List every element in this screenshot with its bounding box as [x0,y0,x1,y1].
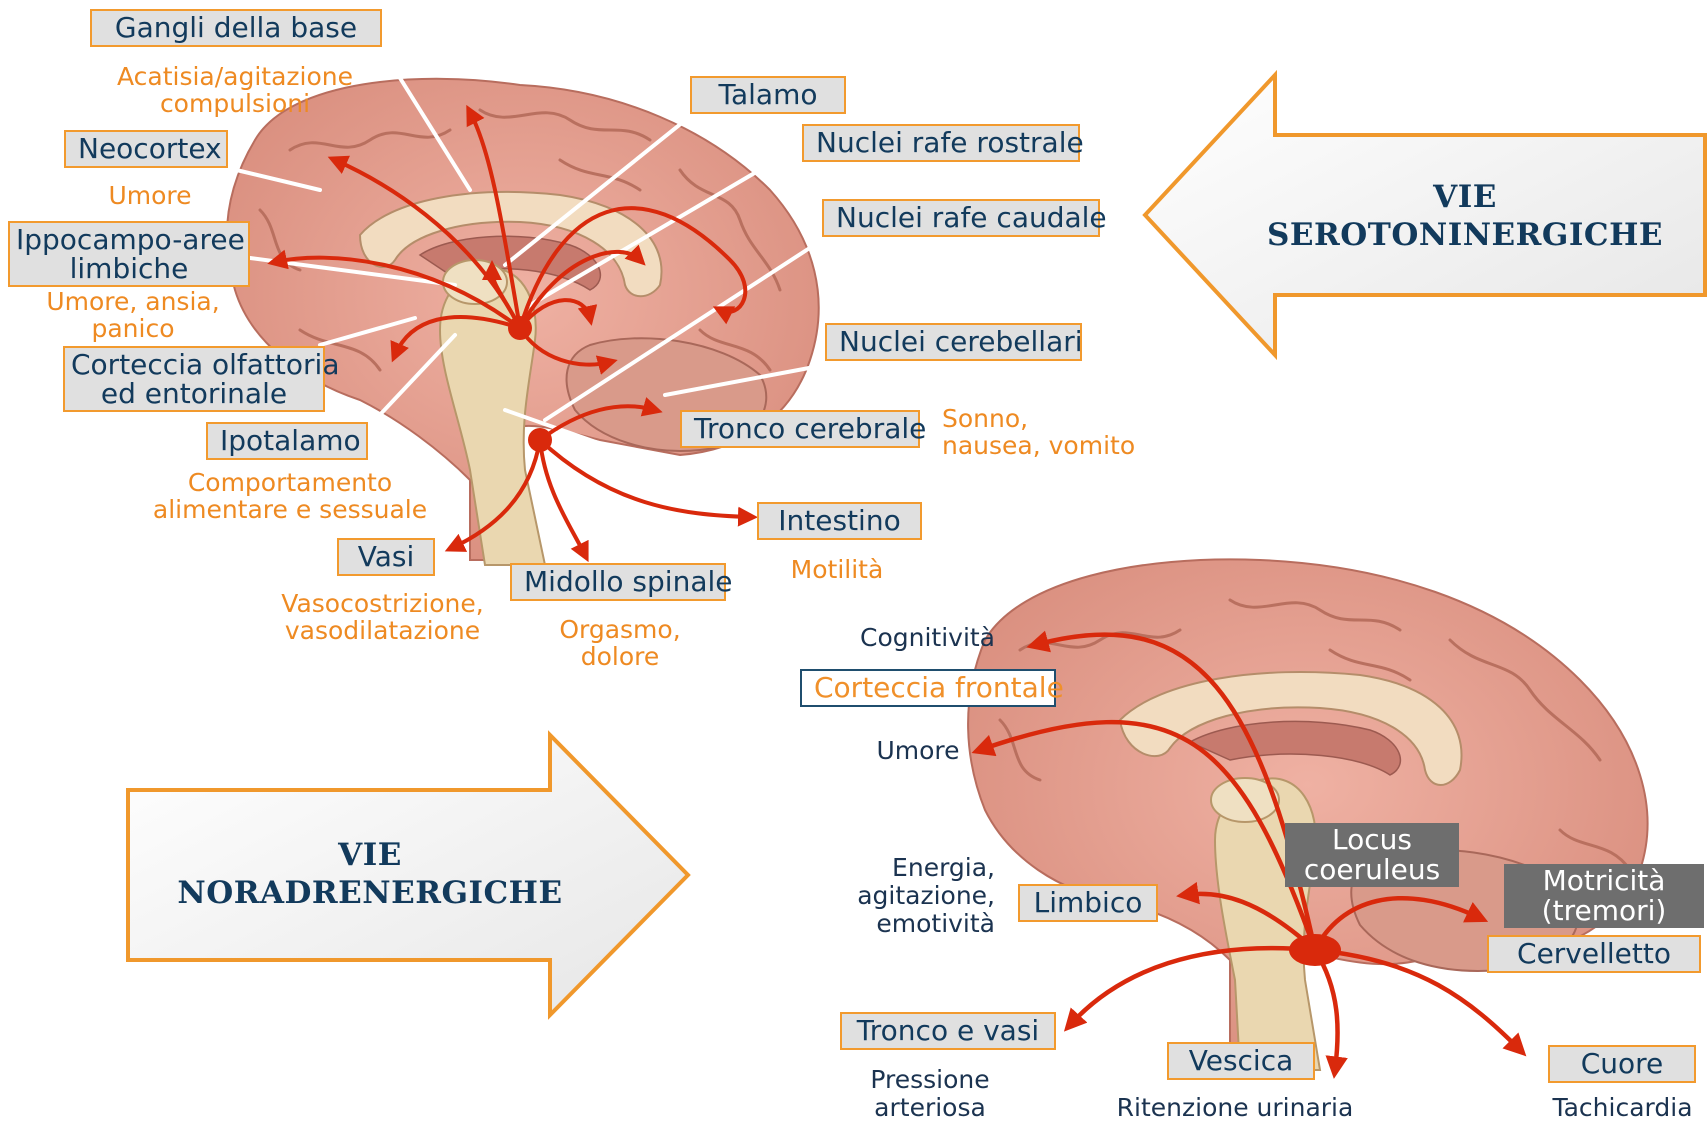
pathway [540,440,750,517]
label-cervelletto: Cervelletto [1487,935,1701,973]
label-olfattoria-line2: ed entorinale [71,379,317,408]
effect-neocortex: Umore [90,182,210,209]
effect-energia-line2: agitazione, [830,882,995,910]
raphe-caudal-dot [528,428,552,452]
label-olfattoria-line1: Corteccia olfattoria [71,350,317,379]
label-corteccia-frontale: Corteccia frontale [800,669,1056,707]
effect-midollo-line1: Orgasmo, [550,616,690,643]
effect-vasi-line1: Vasocostrizione, [275,590,490,617]
effect-tronco-line2: nausea, vomito [942,432,1162,459]
label-gangli-della-base: Gangli della base [90,9,382,47]
effect-ippocampo-line1: Umore, ansia, [38,288,228,315]
label-ippocampo-aree-limbiche: Ippocampo-aree limbiche [8,221,250,287]
locus-coeruleus-dot [1289,934,1341,966]
label-vescica: Vescica [1167,1042,1315,1080]
label-nuclei-rafe-rostrale: Nuclei rafe rostrale [802,124,1080,162]
label-ippocampo-line2: limbiche [16,254,242,283]
label-tronco-cerebrale: Tronco cerebrale [680,410,920,448]
label-motricita-line1: Motricità [1512,866,1696,896]
effect-gangli-line1: Acatisia/agitazione [110,63,360,90]
title-serotonin-line2: SEROTONINERGICHE [1245,216,1685,254]
label-neocortex: Neocortex [64,130,228,168]
label-ipotalamo: Ipotalamo [206,422,368,460]
pathway [1315,950,1338,1070]
effect-ipotalamo-line2: alimentare e sessuale [150,496,430,523]
title-serotonin: VIE SEROTONINERGICHE [1245,178,1685,254]
label-nuclei-rafe-caudale: Nuclei rafe caudale [822,199,1100,237]
effect-tronco: Sonno, nausea, vomito [942,405,1162,459]
label-midollo-spinale: Midollo spinale [510,563,726,601]
label-motricita-line2: (tremori) [1512,896,1696,926]
effect-ippocampo: Umore, ansia, panico [38,288,228,342]
title-noradrenaline: VIE NORADRENERGICHE [150,836,590,912]
effect-umore: Umore [868,737,968,765]
label-locus-line2: coeruleus [1293,855,1451,885]
raphe-rostral-dot [508,316,532,340]
label-locus-line1: Locus [1293,825,1451,855]
effect-ipotalamo-line1: Comportamento [150,469,430,496]
effect-ippocampo-line2: panico [38,315,228,342]
effect-ipotalamo: Comportamento alimentare e sessuale [150,469,430,523]
effect-vasi: Vasocostrizione, vasodilatazione [275,590,490,644]
label-talamo: Talamo [690,76,846,114]
effect-pressione-line1: Pressione [860,1066,1000,1094]
effect-gangli: Acatisia/agitazione compulsioni [110,63,360,117]
effect-gangli-line2: compulsioni [110,90,360,117]
title-noradrenaline-line1: VIE [150,836,590,874]
label-ippocampo-line1: Ippocampo-aree [16,225,242,254]
effect-tronco-line1: Sonno, [942,405,1162,432]
effect-pressione: Pressione arteriosa [860,1066,1000,1122]
label-locus-coeruleus: Locus coeruleus [1285,823,1459,887]
label-nuclei-cerebellari: Nuclei cerebellari [825,323,1082,361]
effect-intestino: Motilità [782,556,892,583]
label-tronco-e-vasi: Tronco e vasi [840,1012,1056,1050]
effect-energia: Energia, agitazione, emotività [830,854,995,938]
effect-vasi-line2: vasodilatazione [275,617,490,644]
title-serotonin-line1: VIE [1245,178,1685,216]
label-intestino: Intestino [757,502,922,540]
effect-energia-line3: emotività [830,910,995,938]
label-corteccia-olfattoria: Corteccia olfattoria ed entorinale [63,346,325,412]
effect-cognitivita: Cognitività [855,624,1000,652]
effect-tachicardia: Tachicardia [1545,1094,1700,1122]
effect-midollo-line2: dolore [550,643,690,670]
label-limbico: Limbico [1018,884,1158,922]
label-vasi: Vasi [337,538,435,576]
effect-midollo: Orgasmo, dolore [550,616,690,670]
effect-pressione-line2: arteriosa [860,1094,1000,1122]
title-noradrenaline-line2: NORADRENERGICHE [150,874,590,912]
effect-energia-line1: Energia, [830,854,995,882]
effect-ritenzione: Ritenzione urinaria [1110,1094,1360,1122]
label-cuore: Cuore [1548,1045,1696,1083]
label-motricita: Motricità (tremori) [1504,864,1704,928]
